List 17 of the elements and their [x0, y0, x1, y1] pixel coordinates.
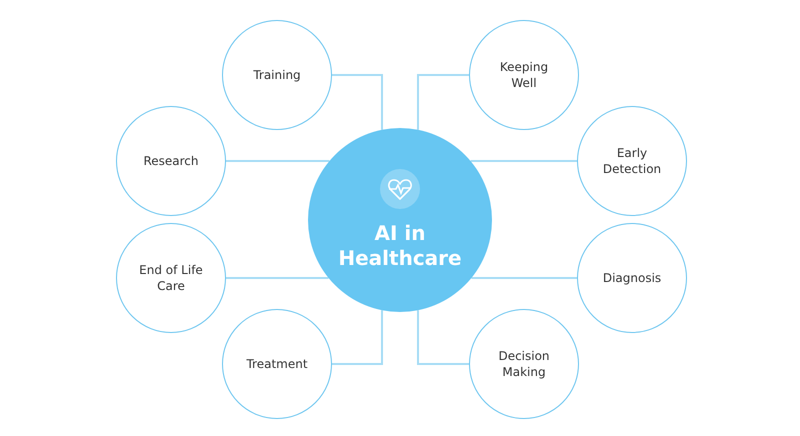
connector-line: [332, 310, 383, 365]
hub-title: AI in Healthcare: [337, 221, 463, 271]
topic-label: Decision Making: [497, 348, 551, 380]
connector-line: [417, 74, 469, 130]
topic-label: Diagnosis: [602, 270, 662, 286]
topic-label: Research: [142, 152, 200, 170]
connector-line: [470, 160, 577, 162]
connector-line: [332, 74, 383, 130]
topic-label: Early Detection: [602, 144, 662, 178]
topic-label: Keeping Well: [498, 58, 550, 92]
connector-line: [417, 310, 469, 365]
connector-line: [471, 277, 577, 279]
topic-label: End of Life Care: [138, 262, 204, 294]
topic-label: Training: [252, 66, 302, 84]
topic-label: Treatment: [245, 356, 309, 372]
connector-line: [226, 160, 330, 162]
connector-line: [226, 277, 329, 279]
